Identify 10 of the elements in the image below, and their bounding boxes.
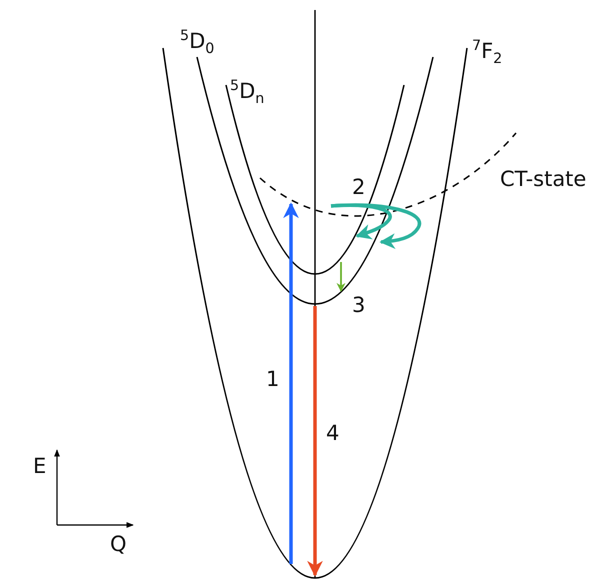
axis-label: E [33, 455, 46, 478]
step-number: 3 [352, 294, 366, 318]
state-label: $^{5}$D$_{0}$ [180, 30, 214, 54]
step-number: 4 [326, 422, 340, 446]
step-number: 2 [352, 176, 366, 200]
axis-label: Q [110, 533, 127, 556]
state-label: CT-state [500, 168, 586, 192]
state-label: $^{7}$F$_{2}$ [472, 40, 502, 64]
state-label: $^{5}$D$_{n}$ [230, 80, 264, 104]
step-number: 1 [266, 368, 280, 392]
